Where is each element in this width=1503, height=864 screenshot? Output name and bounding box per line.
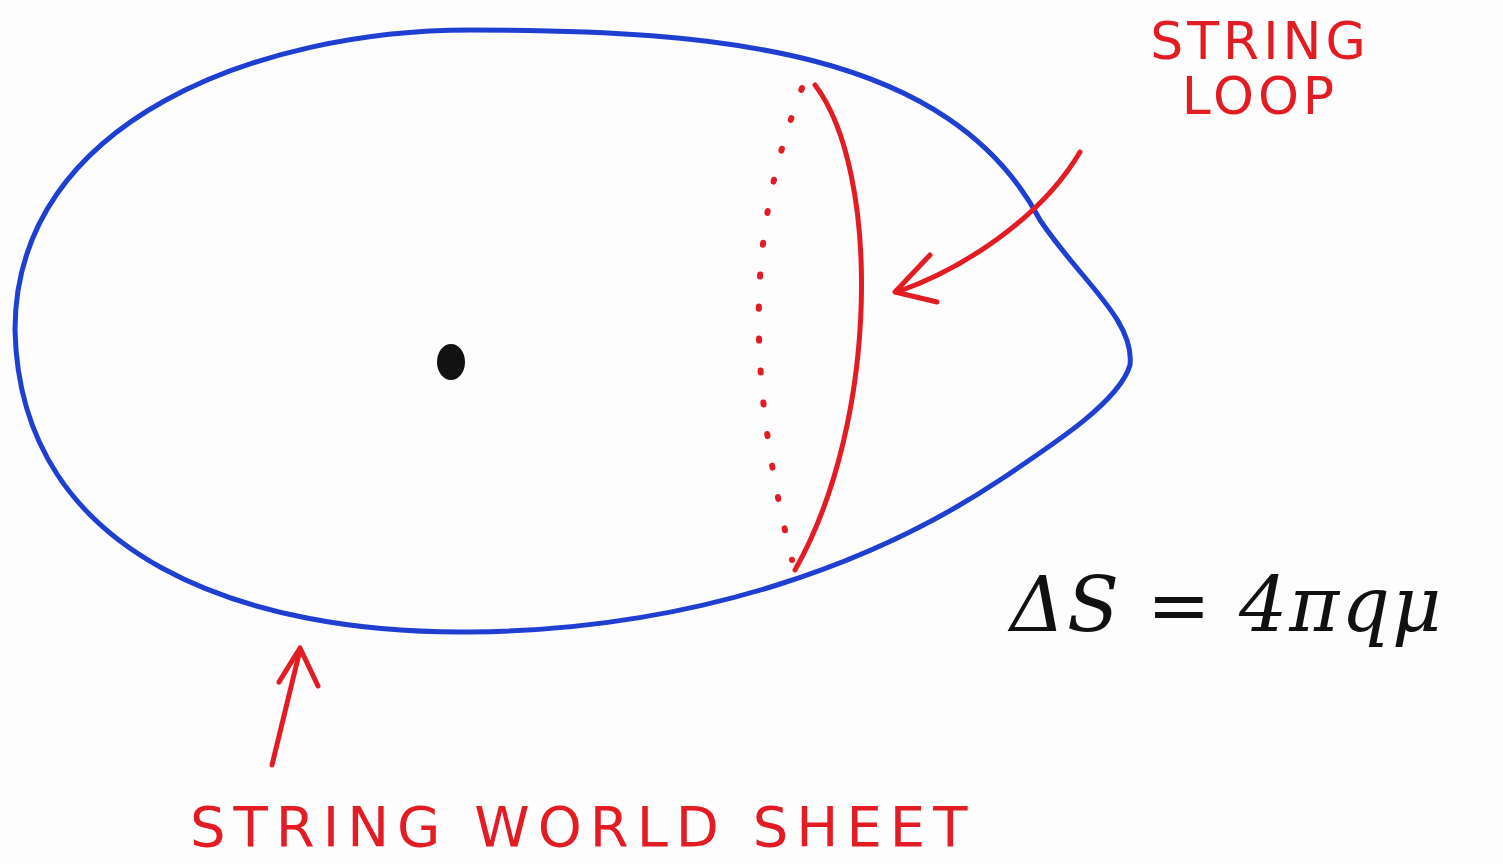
world-sheet-outline <box>15 30 1130 632</box>
loop-back-arc <box>759 88 802 560</box>
entropy-equation: ΔS = 4πqμ <box>1010 565 1490 645</box>
point-dot <box>437 344 465 380</box>
sheet-pointer-head <box>279 648 318 686</box>
loop-pointer-arrow <box>897 152 1080 292</box>
loop-pointer-head <box>895 255 937 302</box>
loop-label: STRING LOOP <box>1095 14 1425 123</box>
loop-front-arc <box>795 85 862 570</box>
sheet-label: STRING WORLD SHEET <box>190 798 1190 857</box>
